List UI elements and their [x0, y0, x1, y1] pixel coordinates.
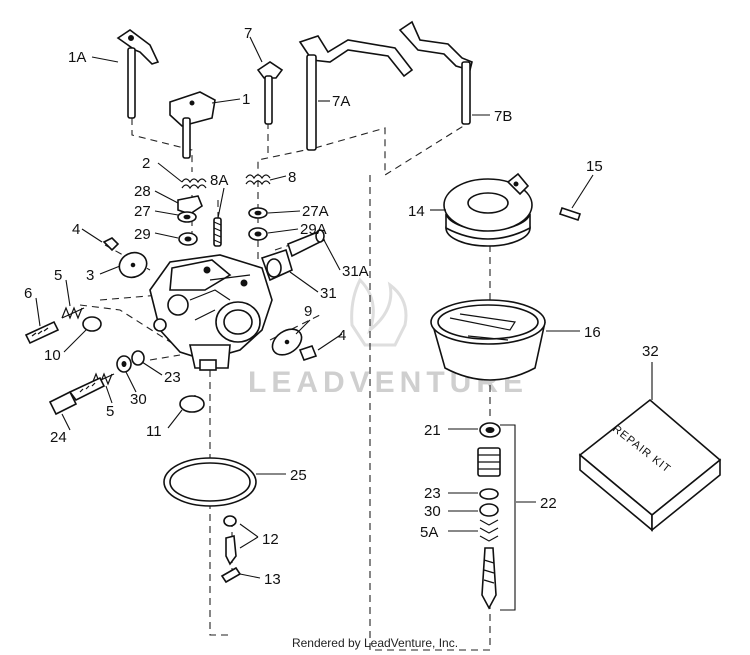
carburetor-body	[149, 254, 273, 371]
label-13: 13	[264, 571, 281, 588]
part-8a-needle	[213, 217, 222, 247]
label-3: 3	[86, 267, 94, 284]
part-29-seal	[178, 232, 198, 246]
label-8: 8	[288, 169, 296, 186]
part-2-spring	[181, 178, 207, 190]
label-28: 28	[134, 183, 151, 200]
label-27a: 27A	[302, 203, 329, 220]
label-9: 9	[304, 303, 312, 320]
label-31a: 31A	[342, 263, 369, 280]
part-14-float	[443, 172, 533, 247]
part-30-washer	[116, 355, 132, 373]
label-6: 6	[24, 285, 32, 302]
part-10-washer	[82, 316, 102, 332]
footer-credit: Rendered by LeadVenture, Inc.	[291, 636, 459, 650]
part-32-repair-kit: REPAIR KIT	[578, 398, 722, 532]
leader-lines	[35, 36, 653, 579]
label-24: 24	[50, 429, 67, 446]
part-8-spring	[245, 174, 271, 186]
part-25-bowl-gasket	[163, 457, 257, 507]
label-12: 12	[262, 531, 279, 548]
part-27a-seal	[248, 207, 268, 219]
label-25: 25	[290, 467, 307, 484]
part-7a-shaft	[298, 35, 414, 151]
label-22: 22	[540, 495, 557, 512]
label-7: 7	[244, 25, 252, 42]
label-1: 1	[242, 91, 250, 108]
label-4-lower: 4	[338, 327, 346, 344]
part-1-throttle-plate	[169, 91, 216, 159]
part-22-bowl-nut	[477, 447, 501, 610]
part-11-welch-plug	[179, 395, 205, 413]
part-9-throttle-plate	[271, 328, 303, 356]
label-2: 2	[142, 155, 150, 172]
part-4-plug	[102, 237, 120, 252]
part-12-needle-seat	[223, 515, 237, 566]
part-27-seal	[177, 211, 197, 223]
part-4-screw	[298, 345, 318, 361]
label-8a: 8A	[210, 172, 228, 189]
label-5-upper: 5	[54, 267, 62, 284]
label-31: 31	[320, 285, 337, 302]
part-23-gasket	[131, 350, 145, 366]
label-30-right: 30	[424, 503, 441, 520]
part-21-washer	[479, 422, 501, 438]
label-23-left: 23	[164, 369, 181, 386]
label-32: 32	[642, 343, 659, 360]
label-11: 11	[146, 423, 162, 440]
part-1a-throttle-shaft	[116, 29, 160, 119]
part-29a-seal	[248, 227, 268, 241]
label-29: 29	[134, 226, 151, 243]
label-10: 10	[44, 347, 61, 364]
part-6-idle-screw	[24, 320, 60, 345]
label-5a: 5A	[420, 524, 438, 541]
label-15: 15	[586, 158, 603, 175]
part-7b-shaft	[398, 20, 473, 125]
label-1a: 1A	[68, 49, 86, 66]
part-5-spring-upper	[61, 306, 85, 320]
label-14: 14	[408, 203, 425, 220]
part-3-choke-plate	[118, 251, 148, 279]
label-23-right: 23	[424, 485, 441, 502]
label-7b: 7B	[494, 108, 512, 125]
label-27: 27	[134, 203, 151, 220]
label-29a: 29A	[300, 221, 327, 238]
part-7-choke-shaft	[256, 61, 284, 125]
part-24-main-screw	[48, 376, 106, 416]
bracket-22	[500, 424, 516, 611]
label-16: 16	[584, 324, 601, 341]
label-4-upper: 4	[72, 221, 80, 238]
label-21: 21	[424, 422, 441, 439]
part-labels: 1A 1 7 7A 7B 2 8A 8 28 27 27A 4 29 29A 3…	[24, 25, 659, 588]
part-28-bracket	[177, 195, 203, 215]
part-16-float-bowl	[430, 299, 546, 381]
label-30-left: 30	[130, 391, 147, 408]
label-7a: 7A	[332, 93, 350, 110]
part-31-fuel-fitting	[260, 248, 293, 282]
part-15-float-pin	[558, 206, 582, 222]
part-13-clip	[220, 566, 242, 584]
label-5-lower: 5	[106, 403, 114, 420]
